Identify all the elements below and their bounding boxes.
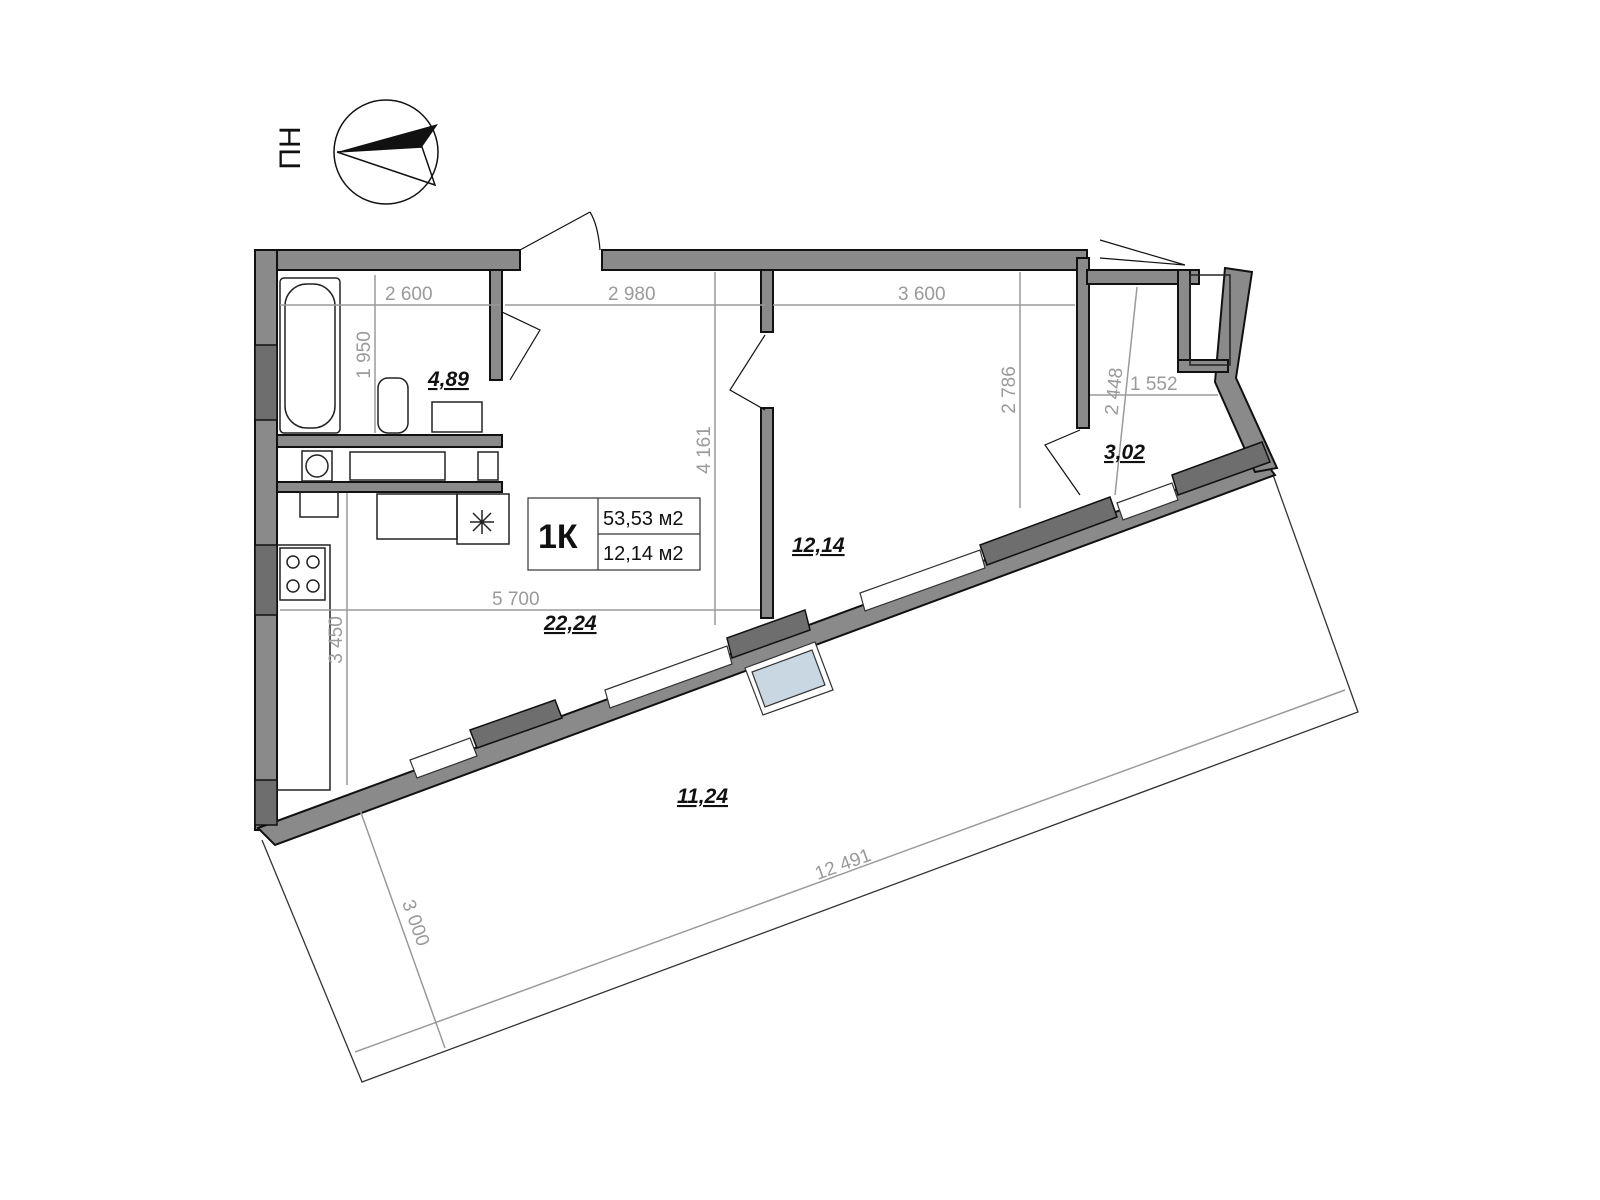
dim-hall-depth: 4 161 [694, 426, 715, 474]
apartment-type: 1К [538, 518, 578, 556]
area-bedroom: 12,14 [792, 534, 845, 557]
kitchen-sink-icon [299, 491, 339, 518]
compass-label: ПН [274, 126, 307, 169]
dark-wall-segments [254, 344, 1271, 826]
bathtub-icon [279, 277, 341, 434]
area-storage: 3,02 [1104, 441, 1145, 464]
dim-storage-depth: 2 448 [1102, 367, 1128, 416]
dim-bedroom-width: 3 600 [898, 284, 946, 305]
dim-hall-width: 2 980 [608, 284, 656, 305]
dim-bath-depth: 1 950 [354, 331, 375, 379]
apartment-summary: 1К 53,53 м2 12,14 м2 [527, 497, 701, 571]
windows [409, 482, 1179, 779]
boiler-icon [301, 450, 333, 482]
dim-terrace-depth: 3 000 [397, 897, 433, 949]
stove-icon [279, 547, 326, 601]
dim-terrace-length: 12 491 [812, 845, 874, 885]
dim-bath-width: 2 600 [385, 284, 433, 305]
doors [501, 211, 1186, 496]
north-arrow-icon [333, 99, 439, 205]
dim-kitchen-width: 5 700 [492, 589, 540, 610]
sink-icon [431, 401, 483, 433]
dimension-lines [280, 272, 1346, 1053]
fixtures [277, 274, 1231, 791]
living-area: 12,14 м2 [603, 543, 683, 565]
entry-steps [744, 641, 834, 716]
total-area: 53,53 м2 [603, 508, 683, 530]
dim-storage-width: 1 552 [1130, 374, 1178, 395]
dim-kitchen-depth: 3 450 [326, 616, 347, 664]
walls [254, 249, 1279, 847]
terrace-outline [261, 471, 1359, 1083]
area-terrace: 11,24 [677, 785, 728, 808]
dim-bedroom-depth: 2 786 [999, 366, 1020, 414]
area-bathroom: 4,89 [427, 368, 469, 391]
toilet-icon [377, 377, 409, 434]
area-kitchen-living: 22,24 [543, 612, 597, 635]
